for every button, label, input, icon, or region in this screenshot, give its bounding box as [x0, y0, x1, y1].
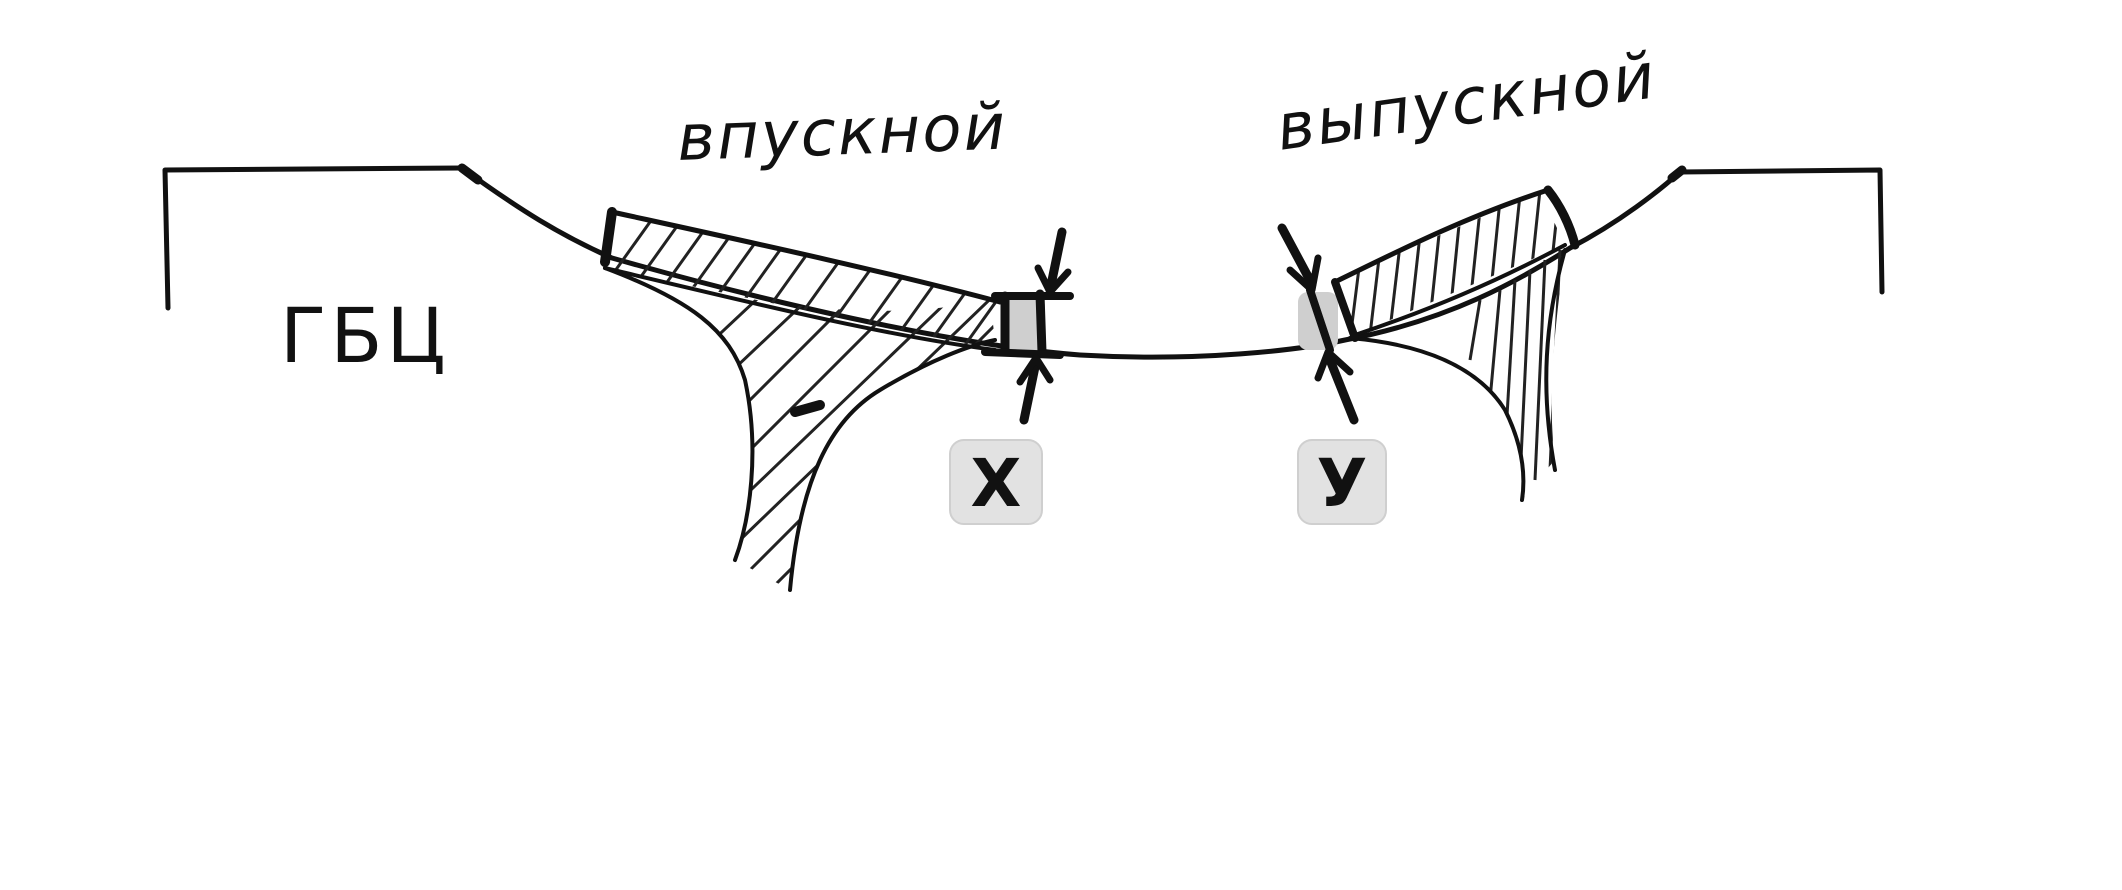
exhaust-gap-y: [1277, 223, 1359, 425]
gap-y-arrow-top: [1277, 223, 1317, 289]
intake-valve: [600, 207, 1003, 592]
exhaust-valve: [1332, 185, 1580, 502]
gap-y-badge: У: [1297, 439, 1387, 525]
gap-x-arrow-bottom: [1019, 357, 1041, 425]
gap-y-label: У: [1317, 445, 1368, 522]
exhaust-label: выпускной: [1272, 39, 1661, 166]
intake-label: впускной: [676, 91, 1008, 176]
cylinder-head-outline: [162, 163, 1885, 360]
gap-x-badge: X: [949, 439, 1043, 525]
cylinder-head-label: ГБЦ: [280, 291, 450, 380]
gap-x-highlight: [1005, 298, 1045, 354]
gap-x-arrow-top: [1045, 227, 1067, 295]
intake-gap-x: [981, 227, 1074, 425]
gap-y-arrow-bottom: [1325, 355, 1359, 425]
gap-x-label: X: [971, 445, 1022, 522]
